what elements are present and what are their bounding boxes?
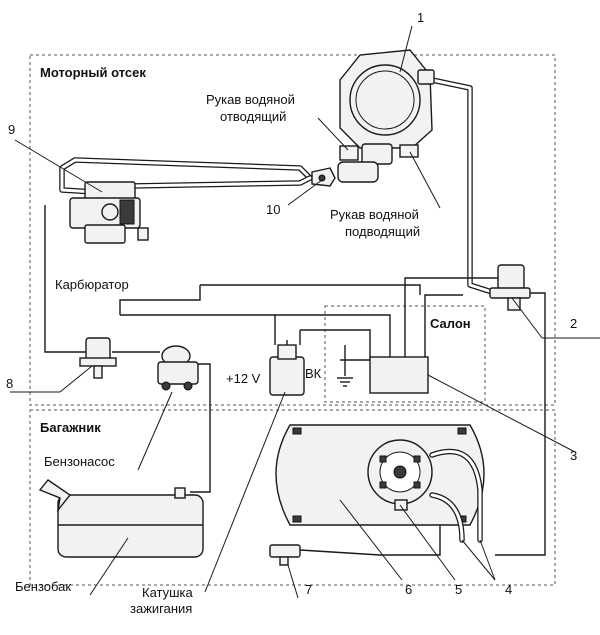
ignition-coil: [269, 340, 305, 396]
fuel-pump: [157, 345, 199, 391]
callout-7: 7: [305, 582, 312, 597]
multivalve: [367, 439, 433, 511]
label-ignition-coil-2: зажигания: [130, 601, 192, 616]
callout-8: 8: [6, 376, 13, 391]
ground-symbol: [337, 377, 353, 387]
thin-lines: [44, 205, 546, 556]
carburetor: [69, 181, 149, 244]
label-carburetor: Карбюратор: [55, 277, 129, 292]
callout-4: 4: [505, 582, 512, 597]
filling-valve: [269, 544, 301, 566]
callout-9: 9: [8, 122, 15, 137]
callout-5: 5: [455, 582, 462, 597]
gas-pipes: [59, 77, 498, 296]
trunk-frame: [29, 409, 556, 586]
label-plus12v: +12 V: [226, 371, 261, 386]
ventilation-hoses: [429, 448, 483, 543]
callout-6: 6: [405, 582, 412, 597]
zone-engine-label: Моторный отсек: [40, 65, 146, 80]
label-hose-in-1: Рукав водяной: [330, 207, 419, 222]
callout-3: 3: [570, 448, 577, 463]
gas-solenoid-valve: [489, 264, 531, 311]
zone-cabin-label: Салон: [430, 316, 471, 331]
reducer-evaporator: [339, 49, 435, 165]
label-hose-in-2: подводящий: [345, 224, 420, 239]
zone-trunk-label: Багажник: [40, 420, 101, 435]
callout-10: 10: [266, 202, 280, 217]
fuel-tank: [38, 479, 204, 558]
callout-1: 1: [417, 10, 424, 25]
label-vk: ВК: [305, 366, 322, 381]
engine-compartment-frame: [29, 54, 556, 406]
label-fuel-tank: Бензобак: [15, 579, 71, 594]
gas-dispenser: [311, 161, 379, 187]
label-ignition-coil-1: Катушка: [142, 585, 194, 600]
petrol-solenoid-valve: [79, 337, 117, 379]
switch-box: [369, 356, 429, 394]
label-fuel-pump: Бензонасос: [44, 454, 115, 469]
label-hose-out-1: Рукав водяной: [206, 92, 295, 107]
label-hose-out-2: отводящий: [220, 109, 286, 124]
leader-lines: [10, 25, 600, 599]
callout-2: 2: [570, 316, 577, 331]
